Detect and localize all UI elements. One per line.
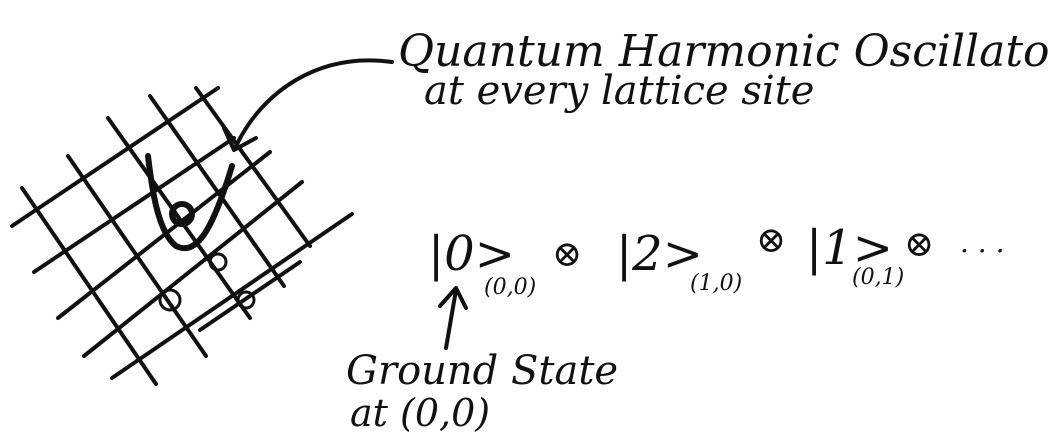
lattice-line [10,86,220,228]
tensor-product-symbol: ⊗ [904,224,934,265]
state-expression: |0> (0,0) ⊗ |2> (1,0) ⊗ |1> (0,1) ⊗ . . … [428,220,1005,300]
arrow-head-icon [222,126,258,152]
tensor-product-symbol: ⊗ [552,234,582,275]
lattice-line [198,260,302,332]
ket-0-subscript: (0,0) [484,275,536,300]
oscillator-site-marker [236,290,256,310]
annotation-title-line2: at every lattice site [424,68,814,114]
annotation-ground-state-line1: Ground State [346,348,618,394]
ket-2-subscript: (0,1) [852,265,904,290]
ket-1: |2> [616,226,703,282]
pointer-arrow-top [234,58,394,148]
oscillator-site-marker [169,201,195,227]
tensor-product-symbol: ⊗ [756,220,786,261]
continuation-ellipsis: . . . [960,226,1005,259]
oscillator-site-marker [158,288,182,312]
oscillator-site-marker [208,252,228,272]
lattice-line [148,94,286,288]
lattice-line [106,116,252,320]
lattice-line [66,154,208,358]
lattice-grid [10,86,354,386]
lattice-line [194,86,312,248]
annotation-title-line1: Quantum Harmonic Oscillator [398,26,1049,77]
ket-1-subscript: (1,0) [690,271,742,296]
lattice-line [82,180,304,358]
annotation-ground-state-line2: at (0,0) [350,391,490,435]
ket-2: |1> [806,220,893,276]
lattice-line [32,136,236,274]
potential-well-curve [145,153,235,252]
ket-0: |0> [428,226,515,282]
pointer-arrow-bottom [444,288,458,350]
arrow-head-icon [438,286,468,310]
lattice-line [20,186,158,386]
